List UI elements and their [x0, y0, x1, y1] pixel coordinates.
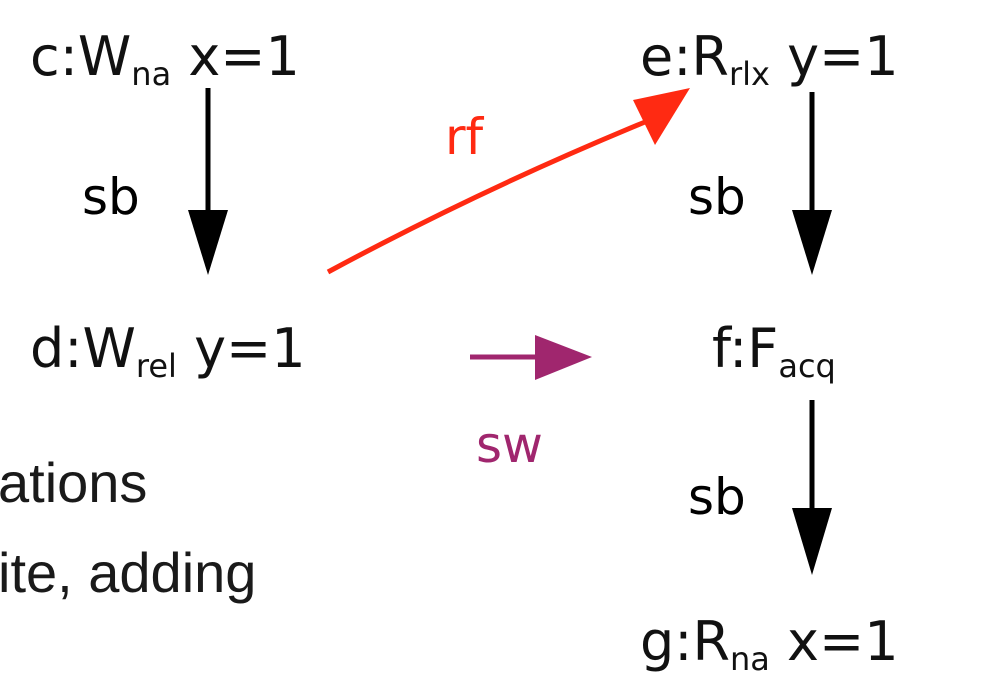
node-f: f:Facq [712, 317, 836, 385]
node-c: c:Wna x=1 [30, 25, 300, 93]
label-f-g-sb: sb [688, 468, 746, 526]
label-d-e-rf: rf [445, 108, 484, 166]
edge-c-d [188, 88, 228, 275]
label-e-f-sb: sb [688, 168, 746, 226]
slide-text-line2: ite, adding [0, 541, 257, 604]
edge-d-e-rf [326, 88, 690, 275]
node-e: e:Rrlx y=1 [640, 25, 899, 93]
edge-e-f [792, 92, 832, 275]
label-c-d-sb: sb [82, 168, 140, 226]
edge-d-f-sw [470, 335, 592, 380]
label-d-f-sw: sw [476, 416, 543, 474]
node-d: d:Wrel y=1 [30, 317, 306, 385]
edge-f-g [792, 400, 832, 575]
node-g: g:Rna x=1 [640, 610, 899, 678]
slide-text-line1: ations [0, 451, 148, 514]
